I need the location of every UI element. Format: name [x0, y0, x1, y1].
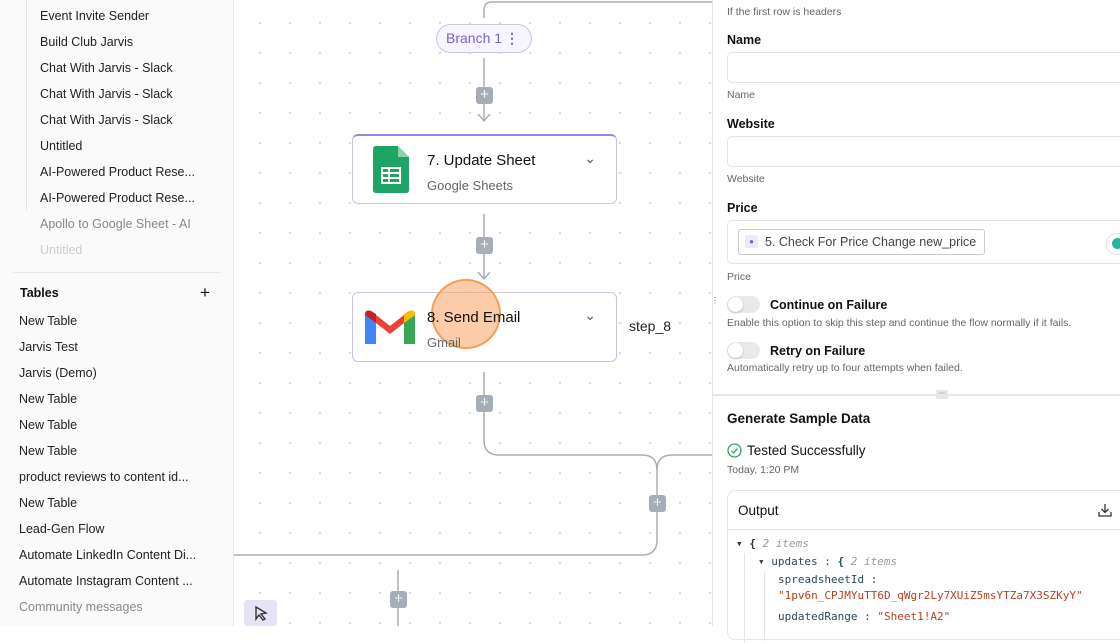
sidebar-flow-item[interactable]: Apollo to Google Sheet - AI [40, 217, 191, 231]
sidebar-flow-item[interactable]: Untitled [40, 243, 83, 257]
variable-chip[interactable]: ● 5. Check For Price Change new_price [738, 229, 986, 255]
website-label: Website [727, 117, 775, 131]
continue-hint: Enable this option to skip this step and… [727, 317, 1072, 329]
sidebar-table-item[interactable]: Lead-Gen Flow [19, 522, 105, 536]
name-label: Name [727, 33, 762, 47]
continue-label: Continue on Failure [770, 298, 888, 312]
sidebar-flow-item[interactable]: AI-Powered Product Rese... [40, 191, 195, 205]
more-icon[interactable]: ⋮ [505, 30, 519, 46]
continue-on-failure-toggle[interactable] [727, 296, 760, 313]
website-input[interactable] [727, 136, 1120, 167]
sidebar-flow-item[interactable]: Event Invite Sender [40, 9, 150, 23]
chevron-down-icon[interactable]: ⌄ [584, 150, 596, 166]
tables-heading: Tables [20, 286, 59, 300]
step-name: step_8 [629, 318, 672, 334]
select-tool-button[interactable] [244, 600, 277, 626]
check-circle-icon [727, 443, 742, 458]
step-card-update-sheet[interactable]: 7. Update Sheet Google Sheets ⌄ [352, 134, 617, 204]
json-key: spreadsheetId : [778, 573, 878, 586]
add-step-button[interactable]: + [649, 495, 666, 512]
sidebar-table-item[interactable]: New Table [19, 392, 78, 406]
sidebar-table-item[interactable]: Automate LinkedIn Content Di... [19, 548, 197, 562]
gmail-icon [365, 310, 415, 344]
step-app: Google Sheets [427, 178, 514, 193]
json-value: "1pv6n_CPJMYuTT6D_qWgr2Ly7XUiZ5msYTZa7X3… [778, 589, 1083, 602]
step-settings-panel: If the first row is headers Name Name We… [711, 0, 1120, 643]
step-icon: ● [745, 235, 758, 248]
price-hint: Price [727, 271, 751, 283]
sidebar-table-item[interactable]: Automate Instagram Content ... [19, 574, 193, 588]
sidebar-table-item[interactable]: Jarvis Test [19, 340, 78, 354]
sidebar-table-item[interactable]: New Table [19, 496, 78, 510]
step-title: 7. Update Sheet [427, 152, 536, 169]
retry-hint: Automatically retry up to four attempts … [727, 362, 963, 374]
sidebar-flow-item[interactable]: Build Club Jarvis [40, 35, 134, 49]
name-input[interactable] [727, 52, 1120, 83]
panel-splitter[interactable] [713, 394, 1120, 396]
json-key: updatedRange : "Sheet1!A2" [778, 610, 951, 623]
download-icon[interactable] [1098, 503, 1112, 517]
json-updates-toggle[interactable]: ▾ updates : { 2 items [758, 555, 898, 568]
step-app: Gmail [427, 335, 461, 350]
chevron-down-icon[interactable]: ⌄ [584, 307, 596, 323]
add-step-button[interactable]: + [390, 591, 407, 608]
branch-pill[interactable]: Branch 1 ⋮ [436, 24, 532, 53]
website-hint: Website [727, 173, 765, 185]
sidebar-table-item[interactable]: New Table [19, 444, 78, 458]
price-label: Price [727, 201, 758, 215]
test-time: Today, 1:20 PM [727, 464, 800, 476]
tree-line [26, 0, 27, 210]
chip-label: 5. Check For Price Change new_price [765, 235, 977, 249]
click-indicator [431, 279, 501, 349]
sidebar-flow-item[interactable]: Chat With Jarvis - Slack [40, 113, 173, 127]
json-guide [744, 553, 745, 643]
price-input[interactable]: ● 5. Check For Price Change new_price [727, 220, 1120, 264]
sidebar-flow-item[interactable]: AI-Powered Product Rese... [40, 165, 195, 179]
insert-data-icon[interactable] [1106, 233, 1120, 255]
json-guide [764, 571, 765, 641]
retry-on-failure-toggle[interactable] [727, 342, 760, 359]
sidebar-table-item[interactable]: Community messages [19, 600, 143, 614]
add-step-button[interactable]: + [476, 395, 493, 412]
add-step-button[interactable]: + [476, 87, 493, 104]
headers-hint: If the first row is headers [727, 6, 842, 18]
branch-label: Branch 1 [446, 30, 503, 46]
sidebar-flow-item[interactable]: Chat With Jarvis - Slack [40, 87, 173, 101]
connectors [234, 1, 712, 626]
divider [728, 529, 1120, 530]
google-sheets-icon [373, 146, 409, 193]
sidebar-table-item[interactable]: product reviews to content id... [19, 470, 189, 484]
sidebar-flow-item[interactable]: Chat With Jarvis - Slack [40, 61, 173, 75]
splitter-handle-icon[interactable]: ⋯ [936, 390, 948, 399]
step-title: 8. Send Email [427, 309, 521, 326]
add-step-button[interactable]: + [476, 237, 493, 254]
output-title: Output [738, 503, 779, 518]
sample-data-title: Generate Sample Data [727, 411, 871, 426]
test-status: Tested Successfully [747, 443, 866, 458]
resize-handle[interactable]: ⋮ [711, 296, 719, 305]
flow-canvas[interactable]: Branch 1 ⋮ + 7. Update Sheet Google Shee… [234, 0, 712, 626]
json-root-toggle[interactable]: ▾ { 2 items [736, 537, 809, 550]
add-table-button[interactable]: + [200, 283, 210, 302]
cursor-icon [255, 605, 268, 622]
name-hint: Name [727, 89, 756, 101]
sidebar-flow-item[interactable]: Untitled [40, 139, 83, 153]
divider [13, 272, 221, 273]
sidebar-table-item[interactable]: New Table [19, 418, 78, 432]
retry-label: Retry on Failure [770, 344, 866, 358]
output-box: Output ▾ { 2 items ▾ updates : { 2 items… [727, 490, 1120, 643]
sidebar-table-item[interactable]: Jarvis (Demo) [19, 366, 97, 380]
sidebar-table-item[interactable]: New Table [19, 314, 78, 328]
